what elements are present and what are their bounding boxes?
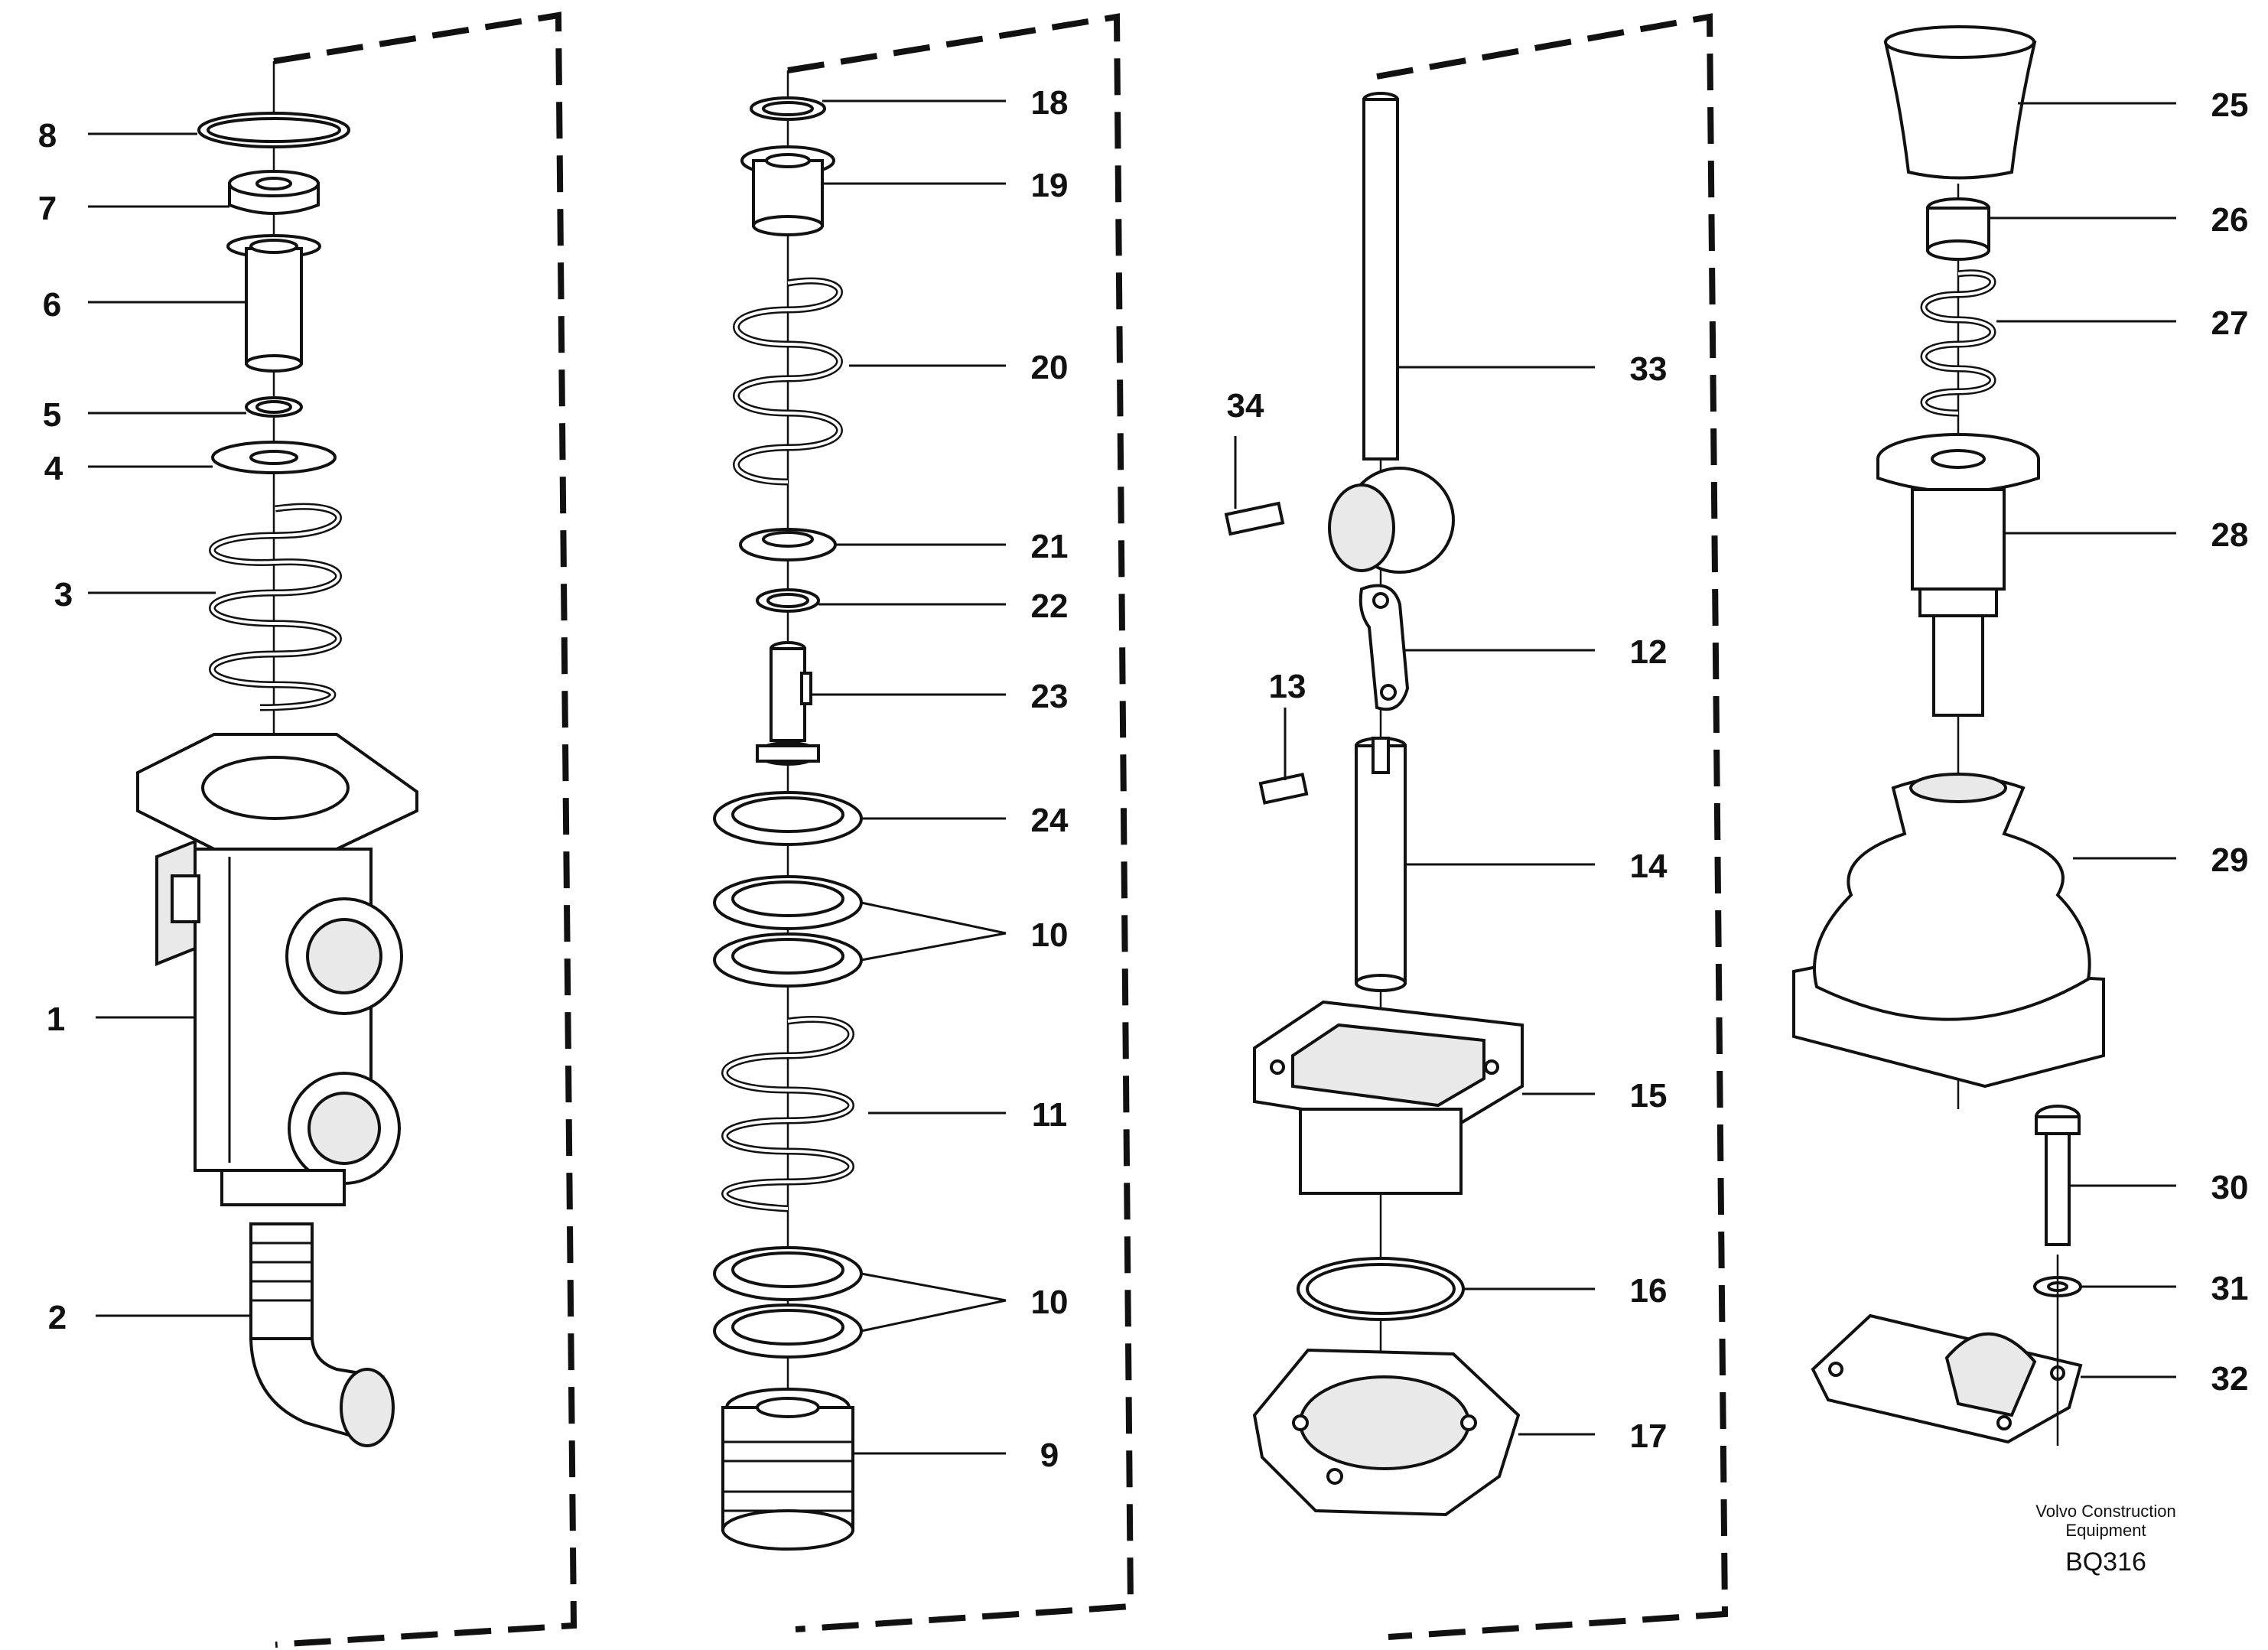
screw-30: [2035, 1105, 2081, 1246]
spring-27: [1920, 269, 1996, 417]
part-label-7: 7: [38, 190, 57, 227]
piston-9: [721, 1388, 854, 1551]
part-label-3: 3: [54, 576, 73, 613]
shaft-14: [1355, 737, 1407, 992]
pin-34: [1224, 501, 1285, 536]
part-label-12: 12: [1630, 633, 1668, 671]
part-label-11: 11: [1032, 1096, 1068, 1134]
part-label-5: 5: [43, 396, 61, 434]
panel-frame-3: [1376, 13, 1729, 1640]
bushing-26: [1926, 197, 1990, 261]
drawing-code: BQ316: [2065, 1547, 2146, 1577]
plunger-23: [756, 641, 820, 766]
lever-33: [1328, 92, 1455, 574]
part-label-31: 31: [2211, 1270, 2249, 1307]
part-label-19: 19: [1031, 167, 1069, 204]
part-label-32: 32: [2211, 1360, 2249, 1398]
part-label-13: 13: [1269, 668, 1306, 705]
part-label-8: 8: [38, 117, 57, 155]
link-12: [1359, 584, 1410, 711]
knob-25: [1883, 25, 2037, 180]
part-label-20: 20: [1031, 349, 1069, 386]
part-labels: 8 7 6 5 4 3 1 2 18 19 20 21 22 23 24 10 …: [38, 84, 2249, 1474]
elbow-fitting-2: [249, 1222, 395, 1447]
part-label-4: 4: [44, 450, 63, 487]
column-4-parts: [1792, 25, 2105, 1446]
part-label-14: 14: [1630, 848, 1668, 885]
part-label-15: 15: [1630, 1077, 1668, 1115]
part-label-29: 29: [2211, 841, 2249, 879]
panel-frame-2: [787, 13, 1134, 1632]
part-label-27: 27: [2211, 304, 2249, 342]
part-label-21: 21: [1031, 528, 1069, 565]
shaft-28: [1876, 433, 2040, 717]
leader-lines: [88, 99, 2176, 1455]
part-label-25: 25: [2211, 86, 2249, 124]
part-label-1: 1: [47, 1001, 65, 1038]
part-label-2: 2: [48, 1299, 67, 1336]
column-2-parts: [713, 70, 863, 1551]
part-label-33: 33: [1630, 350, 1668, 388]
part-label-6: 6: [43, 286, 61, 324]
panel-frames: [273, 11, 1729, 1648]
cap-19: [740, 145, 835, 236]
part-label-22: 22: [1031, 587, 1069, 625]
caption-company-line-2: Equipment: [2065, 1521, 2146, 1540]
column-3-parts: [1224, 92, 1524, 1517]
part-label-18: 18: [1031, 84, 1069, 122]
part-label-23: 23: [1031, 678, 1069, 715]
part-label-30: 30: [2211, 1169, 2249, 1206]
spring-20: [733, 277, 843, 486]
part-label-10-upper: 10: [1031, 916, 1069, 954]
part-label-26: 26: [2211, 201, 2249, 239]
part-label-9: 9: [1040, 1437, 1059, 1474]
part-label-28: 28: [2211, 516, 2249, 554]
valve-body-1: [136, 733, 418, 1206]
part-label-17: 17: [1630, 1417, 1668, 1455]
flange-17: [1252, 1348, 1521, 1517]
spring-3: [209, 503, 342, 711]
part-label-10-lower: 10: [1031, 1284, 1069, 1321]
part-label-16: 16: [1630, 1272, 1668, 1310]
caption: Volvo Construction Equipment BQ316: [2035, 1502, 2175, 1577]
housing-15: [1253, 1000, 1524, 1195]
column-1-parts: [136, 61, 418, 1447]
boot-29: [1792, 773, 2105, 1089]
part-label-34: 34: [1227, 387, 1264, 425]
caption-company-line-1: Volvo Construction: [2035, 1502, 2175, 1521]
spring-11: [721, 1016, 854, 1212]
panel-frame-1: [273, 11, 578, 1648]
plate-32: [1811, 1313, 2083, 1444]
pin-13: [1258, 773, 1309, 805]
part-label-24: 24: [1031, 802, 1069, 839]
